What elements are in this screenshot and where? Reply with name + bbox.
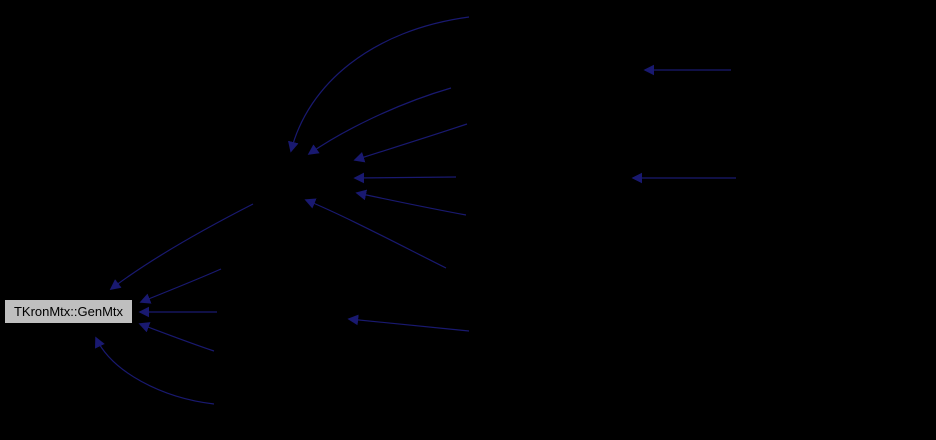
edge-genmtx-bottom-curve (95, 336, 215, 405)
edge-top-curve (288, 16, 470, 153)
edge-upper-from-below (304, 198, 447, 269)
edge-upper-curve (307, 87, 452, 155)
edge-mid-horizontal (347, 314, 470, 332)
edge-upper-lower-diagonal (355, 189, 467, 216)
edge-genmtx-lower-diagonal (138, 322, 215, 352)
graph-node-genmtx[interactable]: TKronMtx::GenMtx (4, 299, 133, 324)
edge-upper-diagonal (353, 123, 468, 163)
graph-node-genmtx-label: TKronMtx::GenMtx (13, 304, 124, 319)
edge-genmtx-from-upper-node (109, 203, 254, 290)
edge-upper-horizontal (353, 172, 457, 184)
edge-genmtx-upper-diagonal (139, 268, 222, 304)
